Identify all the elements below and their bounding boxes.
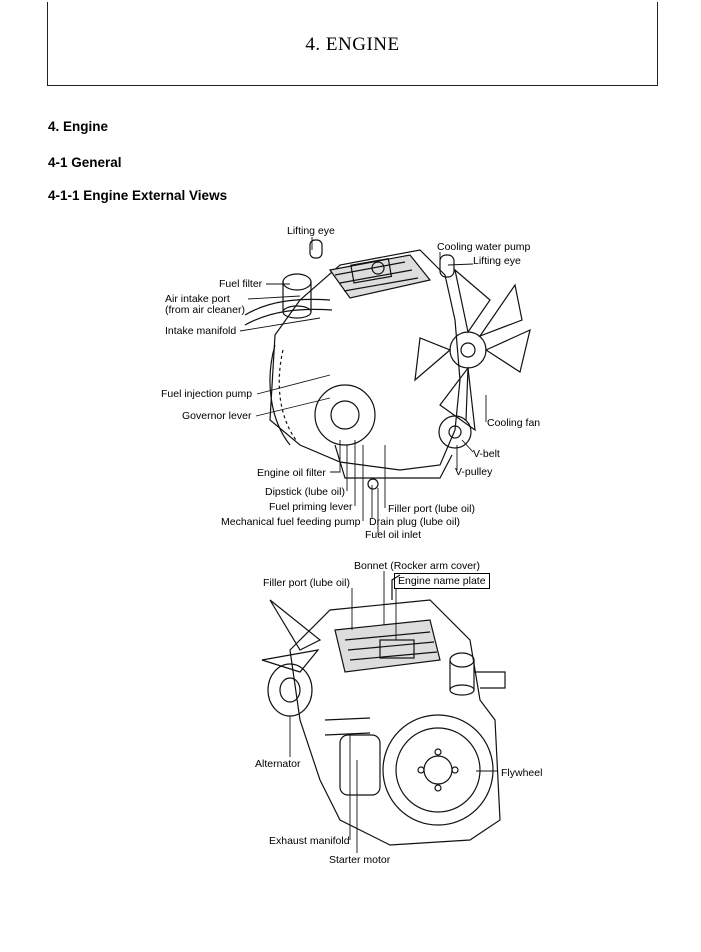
- label-dipstick: Dipstick (lube oil): [265, 486, 345, 498]
- label-flywheel: Flywheel: [501, 767, 543, 779]
- label-bonnet: Bonnet (Rocker arm cover): [354, 560, 481, 572]
- label-cooling-fan: Cooling fan: [487, 417, 541, 429]
- chapter-title: 4. ENGINE: [305, 34, 400, 55]
- label-intake-manifold: Intake manifold: [165, 325, 237, 337]
- label-mechanical-fuel-feeding-pump: Mechanical fuel feeding pump: [221, 516, 361, 528]
- leader-lines-top: [239, 237, 487, 534]
- section-heading: 4. Engine: [48, 119, 109, 134]
- label-cooling-water-pump: Cooling water pump: [437, 241, 531, 253]
- label-fuel-priming-lever: Fuel priming lever: [269, 501, 353, 513]
- label-air-intake-port-sub: (from air cleaner): [165, 304, 245, 316]
- label-lifting-eye-right: Lifting eye: [473, 255, 521, 267]
- subsubsection-heading: 4-1-1 Engine External Views: [48, 188, 228, 203]
- label-governor-lever: Governor lever: [182, 410, 252, 422]
- chapter-header-box: 4. ENGINE: [47, 2, 658, 86]
- label-starter-motor: Starter motor: [329, 854, 391, 866]
- label-engine-oil-filter: Engine oil filter: [257, 467, 326, 479]
- label-drain-plug: Drain plug (lube oil): [369, 516, 461, 528]
- label-air-intake-port: Air intake port: [165, 293, 230, 305]
- label-filler-port-bottom: Filler port (lube oil): [263, 577, 350, 589]
- label-alternator: Alternator: [255, 758, 301, 770]
- label-lifting-eye-top: Lifting eye: [287, 225, 335, 237]
- engine-drawing-top: [244, 239, 531, 490]
- engine-drawing-bottom: [261, 574, 506, 846]
- label-fuel-filter: Fuel filter: [219, 278, 263, 290]
- leader-lines-bottom: [289, 571, 497, 853]
- label-exhaust-manifold: Exhaust manifold: [269, 835, 350, 847]
- subsection-heading: 4-1 General: [48, 155, 122, 170]
- label-fuel-oil-inlet: Fuel oil inlet: [365, 529, 422, 541]
- label-v-belt: V-belt: [473, 448, 500, 460]
- label-v-pulley: V-pulley: [455, 466, 493, 478]
- label-fuel-injection-pump: Fuel injection pump: [161, 388, 253, 400]
- label-filler-port-top: Filler port (lube oil): [388, 503, 475, 515]
- label-engine-name-plate: Engine name plate: [394, 573, 490, 589]
